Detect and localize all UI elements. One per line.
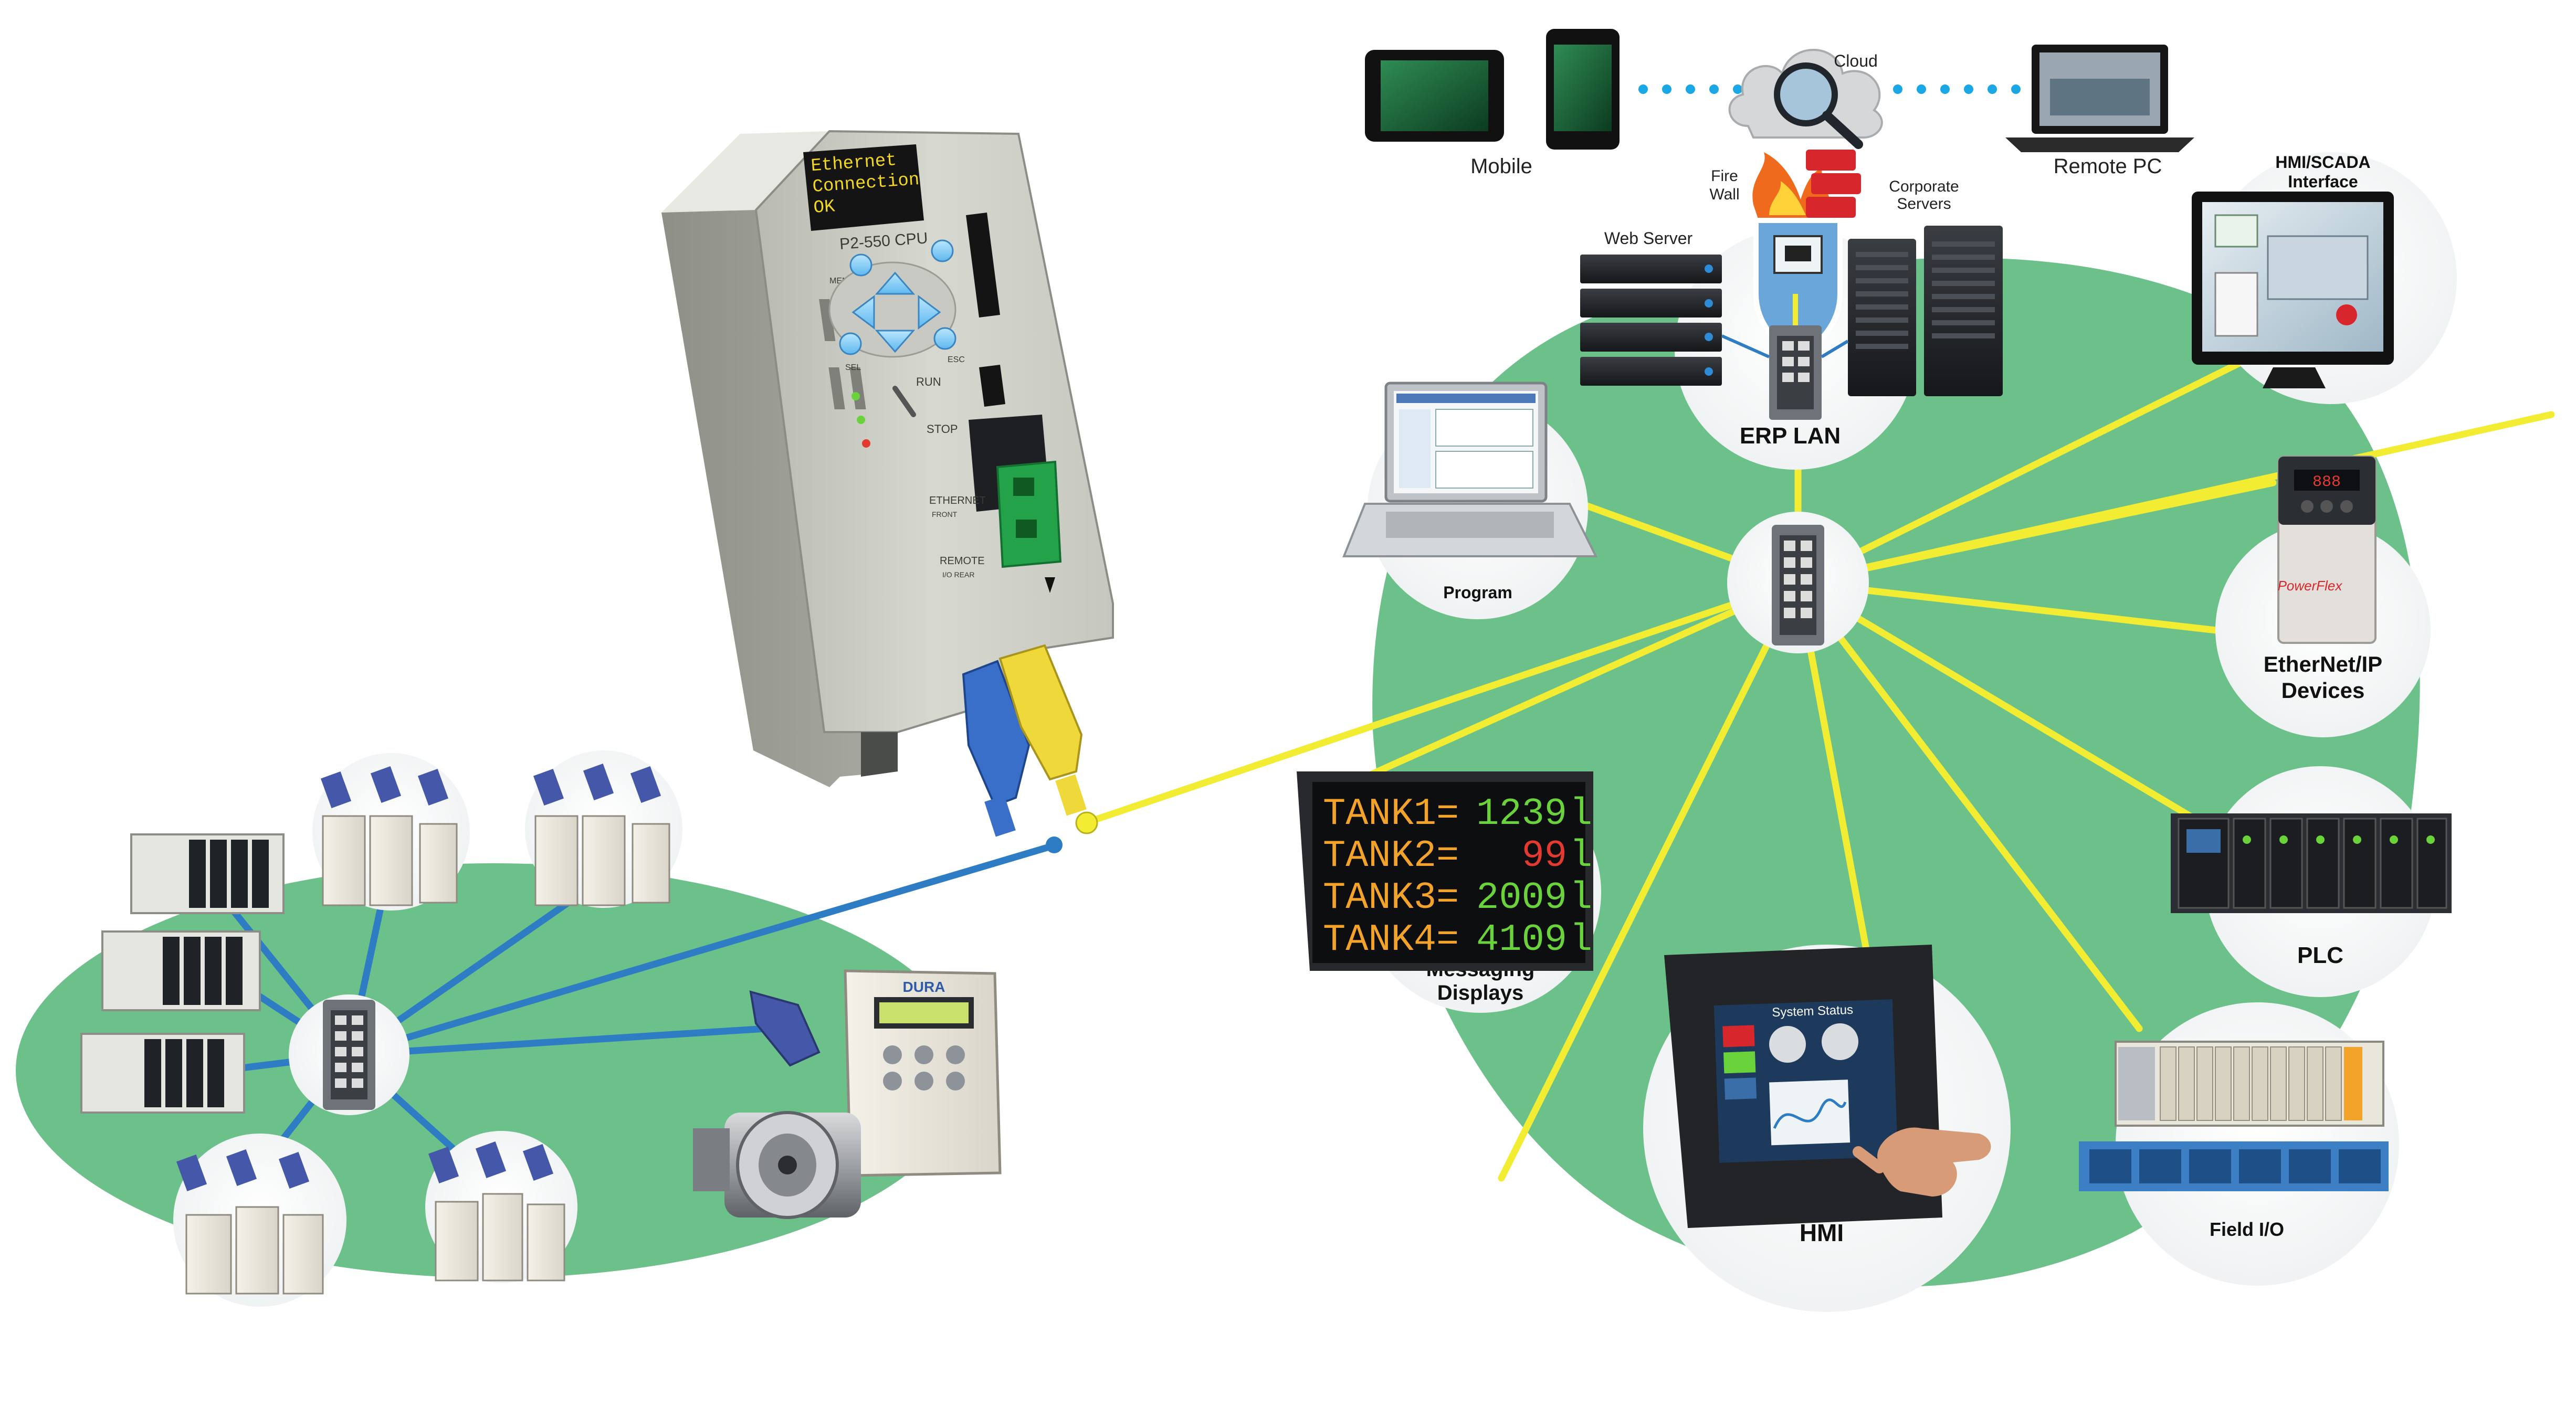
yellow-junction-dot (1075, 811, 1098, 834)
field-io-label: Field I/O (2210, 1219, 2284, 1240)
remote-pc-label: Remote PC (2054, 155, 2162, 178)
right-field-blob (1372, 258, 2420, 1287)
plc-label: PLC (2297, 943, 2343, 968)
left-plc-rack-1 (130, 833, 285, 914)
cpu-ethernet-sub: FRONT (932, 510, 958, 518)
cpu-esc-label: ESC (948, 355, 965, 364)
drive-cluster-3 (173, 1134, 346, 1307)
powerflex-text: PowerFlex (2278, 578, 2343, 594)
drive-cluster-1 (312, 753, 470, 911)
corporate-servers-label-2: Servers (1897, 195, 1951, 213)
drive-icon: 888 PowerFlex (2277, 456, 2377, 644)
left-plc-rack-2 (101, 930, 261, 1011)
fire-wall-label-2: Wall (1709, 186, 1739, 203)
monitor-icon (2192, 192, 2394, 388)
tank-label: TANK4= (1323, 918, 1459, 961)
erp-lan-label: ERP LAN (1740, 423, 1841, 449)
erp-switch-icon (1769, 294, 1822, 420)
motor-connector-icon (749, 990, 821, 1067)
messaging-label-2: Displays (1437, 981, 1524, 1004)
tank-label: TANK1= (1323, 792, 1459, 835)
left-switch-icon (323, 1000, 375, 1110)
ethernet-switch-icon (1772, 525, 1824, 645)
field-io-rack (2079, 1041, 2389, 1191)
blue-plug (962, 660, 1031, 837)
server-rack-icon (1821, 226, 2003, 396)
p2-550-cpu: Ethernet Connection OK P2-550 CPU MENU S… (661, 130, 1114, 787)
tank-unit: l (1570, 792, 1592, 835)
oled-line-3: OK (813, 197, 836, 218)
drive-cluster-2 (525, 750, 682, 908)
hand-icon (1853, 1127, 1991, 1197)
remote-laptop-icon (2005, 45, 2194, 152)
nav-buttons (839, 239, 956, 355)
shield-icon (1753, 218, 1843, 360)
corporate-servers-label-1: Corporate (1889, 178, 1959, 195)
hmi-label: HMI (1800, 1219, 1844, 1246)
cpu-stop-label: STOP (927, 422, 958, 436)
tank-unit: l (1570, 834, 1592, 877)
cloud-label: Cloud (1834, 51, 1878, 70)
drive-brand-text: DURA (903, 979, 945, 995)
phone-icon (1546, 29, 1620, 150)
tank-unit: l (1570, 918, 1592, 961)
cpu-remote-label: REMOTE (940, 555, 985, 567)
cpu-ethernet-label: ETHERNET (929, 495, 986, 506)
tank-label: TANK3= (1323, 876, 1459, 919)
tank-unit: l (1570, 876, 1592, 919)
svg-text:888: 888 (2312, 473, 2341, 491)
cpu-run-label: RUN (916, 375, 941, 388)
mobile-label: Mobile (1470, 155, 1532, 178)
tank-value: 4109 (1476, 918, 1567, 961)
hmi-scada-label-1: HMI/SCADA (2275, 153, 2370, 172)
tank-value: 1239 (1476, 792, 1567, 835)
ethernet-ip-label-1: EtherNet/IP (2264, 652, 2382, 676)
drive-cluster-4 (425, 1131, 577, 1283)
program-label: Program (1443, 583, 1512, 602)
cpu-remote-sub: I/O REAR (942, 570, 974, 579)
laptop-icon (1342, 382, 1598, 557)
tank-value: 99 (1522, 834, 1567, 877)
tank-value: 2009 (1476, 876, 1567, 919)
tablet-icon (1365, 50, 1504, 142)
large-drive-icon: DURA (844, 969, 1002, 1177)
cpu-sel-label: SEL (845, 363, 861, 372)
yellow-plug (998, 644, 1087, 816)
hmi-scada-label-2: Interface (2288, 172, 2358, 191)
blue-junction-dot (1046, 837, 1063, 853)
left-plc-rack-3 (80, 1033, 245, 1114)
web-server-icon (1580, 255, 1770, 386)
ethernet-ip-label-2: Devices (2281, 678, 2365, 703)
fire-wall-label-1: Fire (1711, 167, 1738, 185)
tank-label: TANK2= (1323, 834, 1459, 877)
hmi-screen-title: System Status (1772, 1003, 1854, 1020)
firewall-icon (1752, 150, 1861, 220)
motor-icon (693, 1111, 861, 1219)
plc-rack-icon (2171, 813, 2452, 913)
web-server-label: Web Server (1604, 229, 1693, 248)
magnifier-icon (1774, 62, 1863, 149)
